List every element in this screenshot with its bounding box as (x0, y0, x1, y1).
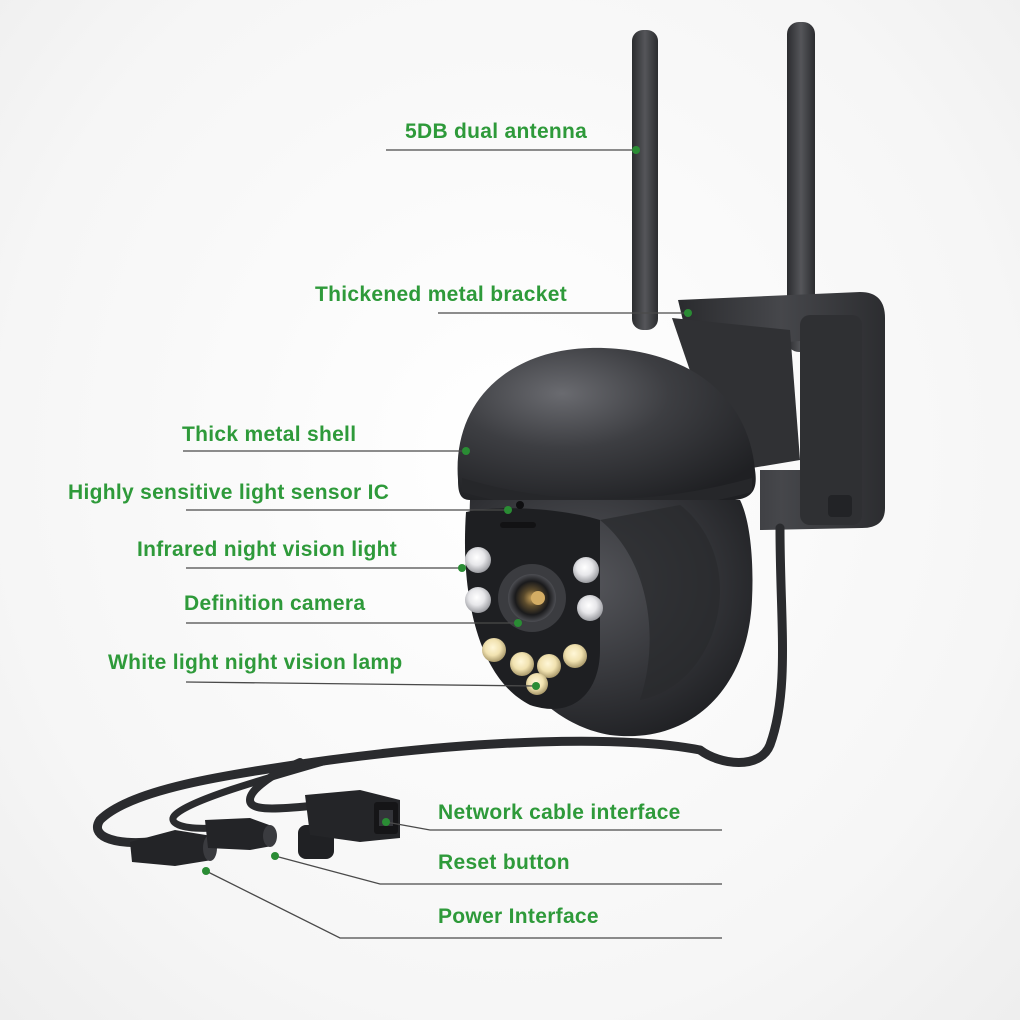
power-callout-dot (202, 867, 210, 875)
light-sensor-label: Highly sensitive light sensor IC (68, 481, 390, 504)
ir-led (577, 595, 603, 621)
main-cable (93, 736, 705, 848)
power-leader-line (205, 870, 722, 939)
shell-callout-dot (462, 447, 470, 455)
antenna-callout-dot (632, 146, 640, 154)
antenna-label: 5DB dual antenna (405, 120, 588, 143)
left-antenna (632, 30, 658, 330)
light-sensor-dot (516, 501, 524, 509)
camera-label: Definition camera (184, 592, 366, 615)
reset-leader-line (274, 855, 722, 885)
dome-shell (457, 347, 756, 500)
power-connector (130, 830, 212, 866)
white-light-callout-dot (532, 682, 540, 690)
bracket-arm (672, 318, 800, 470)
reset-callout-dot (271, 852, 279, 860)
white-led (510, 652, 534, 676)
light-sensor-callout-dot (504, 506, 512, 514)
bracket-screw-slot (828, 495, 852, 517)
white-led (563, 644, 587, 668)
network-callout-dot (382, 818, 390, 826)
reset-label: Reset button (438, 851, 570, 874)
white-light-label: White light night vision lamp (108, 651, 403, 674)
ball-side-groove (600, 505, 720, 700)
white-led (537, 654, 561, 678)
infrared-label: Infrared night vision light (137, 538, 398, 561)
ir-led (465, 547, 491, 573)
power-label: Power Interface (438, 905, 599, 928)
bracket-label: Thickened metal bracket (315, 283, 567, 306)
bracket-callout-dot (684, 309, 692, 317)
lens-highlight (531, 591, 545, 605)
bracket-cable (695, 523, 787, 767)
ir-led (465, 587, 491, 613)
camera-callout-dot (514, 619, 522, 627)
right-antenna (787, 22, 815, 352)
bracket-plate (800, 315, 862, 525)
reset-cap-end (263, 825, 277, 847)
light-sensor-bar (500, 522, 536, 528)
infrared-callout-dot (458, 564, 466, 572)
shell-label: Thick metal shell (182, 423, 357, 446)
white-led (482, 638, 506, 662)
white-light-leader-line (185, 681, 537, 687)
network-leader-line (385, 821, 722, 831)
ir-led (573, 557, 599, 583)
network-label: Network cable interface (438, 801, 681, 824)
network-cable (245, 758, 314, 813)
reset-connector (205, 818, 272, 850)
